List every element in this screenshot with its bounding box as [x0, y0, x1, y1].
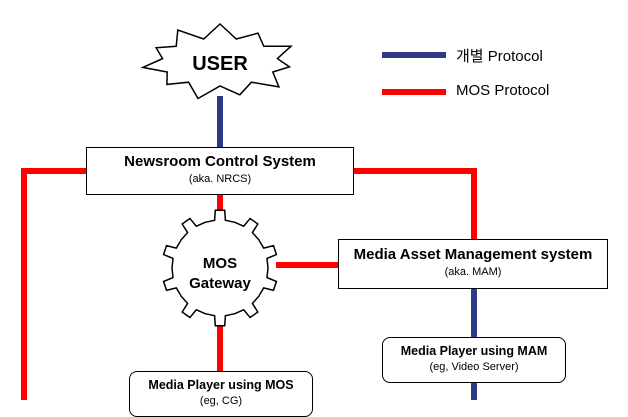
mam-player-box: Media Player using MAM (eg, Video Server… — [382, 337, 566, 383]
gateway-label-line1: MOS — [203, 255, 237, 272]
architecture-diagram: USER MOS Gateway 개별 Protocol MOS Protoco… — [21, 22, 608, 417]
mam-subtitle: (aka. MAM) — [444, 266, 502, 278]
nrcs-title: Newsroom Control System — [124, 153, 316, 170]
legend-label-mos: MOS Protocol — [456, 82, 550, 99]
gear-icon — [162, 209, 278, 327]
nrcs-box: Newsroom Control System (aka. NRCS) — [86, 147, 354, 195]
mos-player-title: Media Player using MOS — [148, 378, 294, 392]
mam-player-title: Media Player using MAM — [400, 344, 548, 358]
connection-lines: USER MOS Gateway — [21, 22, 477, 400]
legend-label-proprietary: 개별 Protocol — [456, 48, 543, 65]
burst-icon — [140, 22, 293, 100]
nrcs-mam-connector — [354, 168, 477, 240]
mos-player-box: Media Player using MOS (eg, CG) — [129, 371, 313, 417]
nrcs-subtitle: (aka. NRCS) — [188, 173, 252, 185]
mam-player-subtitle: (eg, Video Server) — [429, 361, 519, 373]
mos-player-subtitle: (eg, CG) — [199, 395, 243, 407]
nrcs-left-connector — [21, 168, 86, 400]
mam-title: Media Asset Management system — [353, 246, 593, 263]
gateway-label-line2: Gateway — [189, 275, 251, 292]
user-label: USER — [192, 53, 248, 75]
mam-box: Media Asset Management system (aka. MAM) — [338, 239, 608, 289]
